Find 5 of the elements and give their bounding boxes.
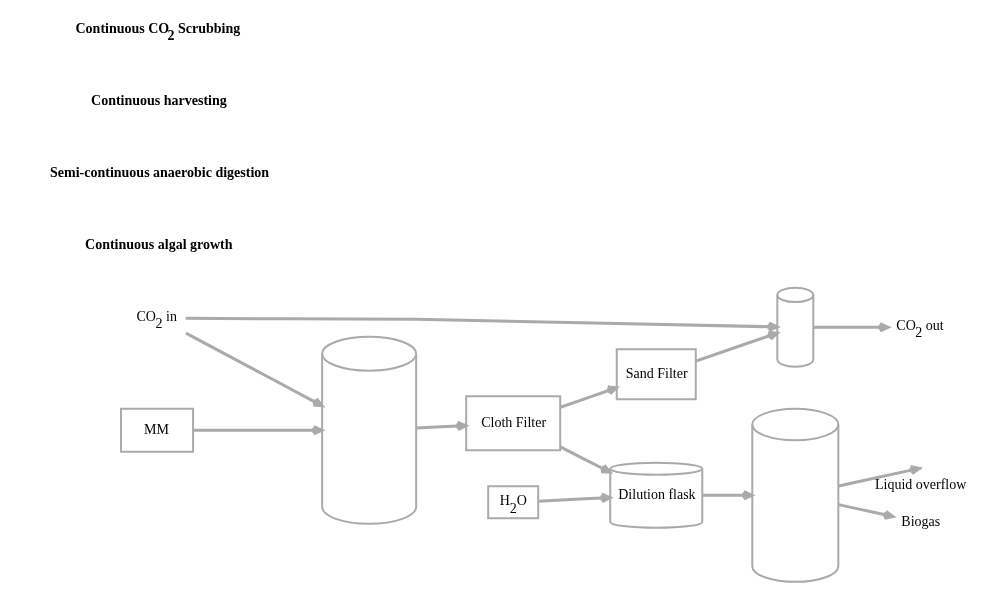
label: Continuous harvesting (91, 92, 227, 108)
label: Semi-continuous anaerobic digestion (50, 164, 270, 180)
node-text: Biogas (901, 514, 941, 530)
edge-label: Liquid overflow (874, 477, 967, 493)
label: Continuous algal growth (85, 236, 233, 252)
